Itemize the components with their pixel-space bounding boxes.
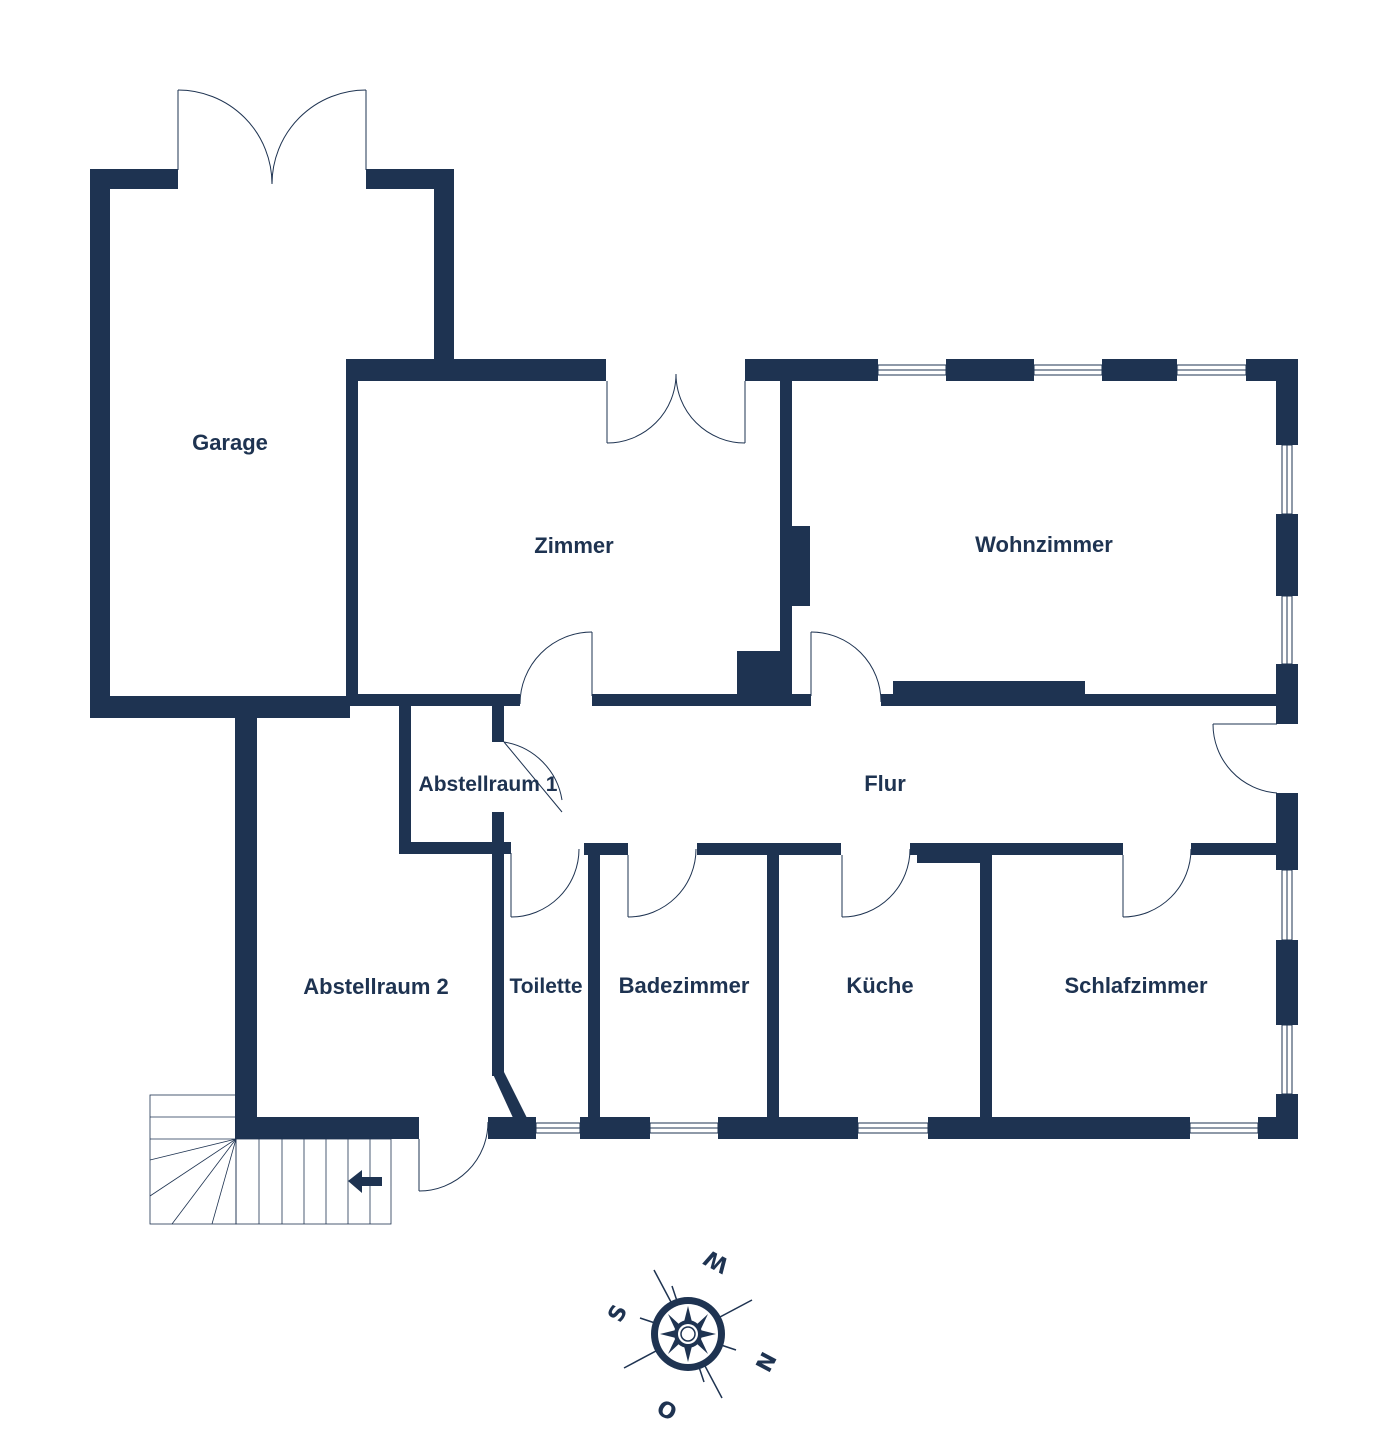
stairs: [149, 1094, 392, 1225]
east-wall-3: [1276, 664, 1298, 724]
garage-wall-top-left: [90, 169, 178, 189]
window-east-2: [1281, 595, 1293, 665]
door-zimmer-north: [606, 373, 746, 444]
garage-wall-bottom: [90, 696, 350, 718]
door-abstellraum2-south: [418, 1121, 489, 1192]
window-top-3: [1176, 364, 1247, 376]
toilette-wall-left: [492, 852, 504, 1076]
window-east-1: [1281, 444, 1293, 515]
abstellraum1-wall-right-top: [492, 704, 504, 742]
window-east-4: [1281, 1024, 1293, 1095]
walls: [90, 169, 1298, 1139]
garage-wall-right: [434, 169, 454, 371]
kueche-wall-top-thick: [917, 843, 987, 863]
flur-wall-bottom-4: [1191, 843, 1277, 855]
flur-wall-bottom-1: [584, 843, 628, 855]
south-wall-3: [718, 1117, 858, 1139]
chimney-lower: [737, 651, 790, 697]
window-top-1: [877, 364, 947, 376]
compass-n: N: [749, 1347, 780, 1375]
door-garage: [177, 89, 367, 185]
window-south-1: [535, 1122, 581, 1134]
wohnzimmer-sideboard: [893, 681, 1085, 695]
arrow-left-icon: [348, 1170, 382, 1193]
window-east-3: [1281, 869, 1293, 941]
door-abstellraum1: [503, 741, 563, 813]
wohnzimmer-wall-top-1: [793, 359, 878, 381]
compass-s: S: [604, 1301, 634, 1327]
south-wall-left: [235, 1117, 419, 1139]
label-kueche: Küche: [846, 973, 913, 998]
south-wall-5: [1258, 1117, 1298, 1139]
badezimmer-kueche-wall: [767, 843, 779, 1118]
south-wall-4: [928, 1117, 1190, 1139]
windows: [535, 364, 1293, 1134]
east-wall-5: [1276, 940, 1298, 1025]
flur-wall-top-2: [592, 694, 811, 706]
compass-o: O: [652, 1396, 680, 1427]
abstellraum2-wall-left: [235, 696, 257, 1139]
abstellraum1-wall-right-bottom: [492, 812, 504, 854]
zimmer-wall-top-left: [346, 359, 606, 381]
garage-wall-left: [90, 169, 110, 718]
label-abstellraum1: Abstellraum 1: [419, 773, 558, 796]
door-flur-east: [1212, 723, 1278, 794]
label-flur: Flur: [864, 771, 906, 796]
label-toilette: Toilette: [509, 975, 582, 998]
east-wall-4: [1276, 793, 1298, 870]
kueche-schlafzimmer-wall: [980, 843, 992, 1118]
abstellraum1-wall-left: [399, 704, 411, 852]
flur-wall-top-1: [346, 694, 520, 706]
chimney-upper: [790, 526, 810, 606]
window-south-3: [857, 1122, 929, 1134]
zimmer-wall-left: [346, 371, 358, 698]
garage-wall-top-right: [366, 169, 454, 189]
door-zimmer-flur: [519, 631, 593, 705]
wohnzimmer-wall-top-2: [946, 359, 1034, 381]
compass-w: W: [700, 1244, 733, 1277]
label-badezimmer: Badezimmer: [619, 973, 750, 998]
zimmer-wohnzimmer-partition: [780, 371, 792, 697]
toilette-wall-angled: [492, 1072, 528, 1120]
room-labels: Garage Zimmer Wohnzimmer Flur Abstellrau…: [192, 430, 1208, 999]
window-south-2: [649, 1122, 719, 1134]
east-wall-1: [1276, 359, 1298, 445]
door-toilette: [510, 848, 580, 918]
door-wohnzimmer-flur: [810, 631, 882, 703]
doors: [177, 89, 1278, 1192]
south-wall-1: [488, 1117, 536, 1139]
abstellraum1-wall-bottom: [399, 842, 511, 854]
window-top-2: [1033, 364, 1103, 376]
window-south-4: [1189, 1122, 1259, 1134]
south-wall-2: [580, 1117, 650, 1139]
label-schlafzimmer: Schlafzimmer: [1064, 973, 1207, 998]
compass-rose-icon: [623, 1269, 753, 1399]
wohnzimmer-wall-top-3: [1102, 359, 1177, 381]
east-wall-2: [1276, 514, 1298, 596]
toilette-badezimmer-wall: [588, 843, 600, 1118]
flur-wall-top-3: [881, 694, 1277, 706]
door-schlafzimmer: [1122, 848, 1192, 918]
label-garage: Garage: [192, 430, 268, 455]
label-zimmer: Zimmer: [534, 533, 614, 558]
label-wohnzimmer: Wohnzimmer: [975, 532, 1113, 557]
label-abstellraum2: Abstellraum 2: [303, 974, 449, 999]
door-kueche: [841, 848, 911, 918]
door-badezimmer: [627, 848, 697, 918]
